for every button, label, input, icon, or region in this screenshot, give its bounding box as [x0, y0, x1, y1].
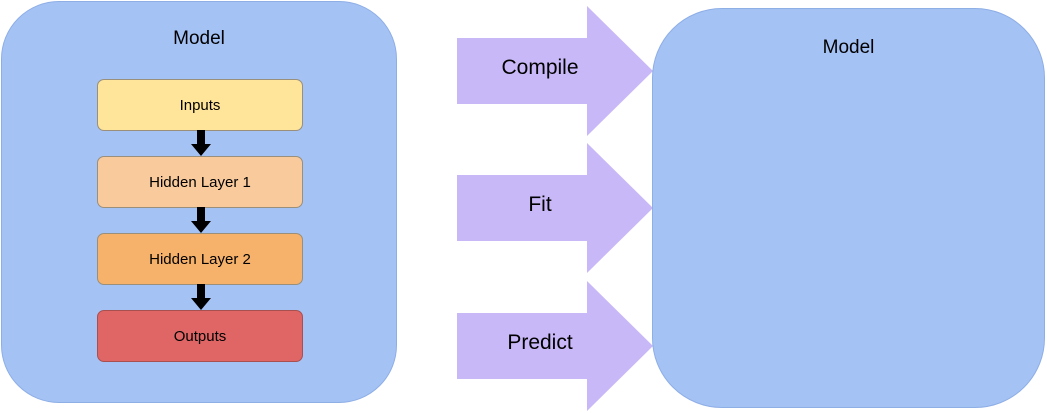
- layer-hidden-1: Hidden Layer 1: [97, 156, 303, 208]
- layer-inputs: Inputs: [97, 79, 303, 131]
- right-arrow-icon: [457, 143, 653, 273]
- step-label-fit: Fit: [528, 193, 552, 216]
- layer-hidden-2: Hidden Layer 2: [97, 233, 303, 285]
- left-model-title: Model: [173, 28, 225, 49]
- left-model-box: Model Inputs Hidden Layer 1 Hidden Layer…: [1, 1, 397, 403]
- step-compile: Compile: [455, 6, 655, 136]
- step-fit: Fit: [455, 143, 655, 273]
- right-arrow-icon: [457, 281, 653, 411]
- step-label-predict: Predict: [507, 331, 573, 354]
- down-arrow-icon: [191, 207, 211, 233]
- step-predict: Predict: [455, 281, 655, 411]
- down-arrow-icon: [191, 130, 211, 156]
- layer-outputs: Outputs: [97, 310, 303, 362]
- step-label-compile: Compile: [501, 56, 579, 79]
- right-arrow-icon: [457, 6, 653, 136]
- down-arrow-icon: [191, 284, 211, 310]
- right-model-box: Model: [652, 8, 1045, 408]
- right-model-title: Model: [822, 37, 875, 58]
